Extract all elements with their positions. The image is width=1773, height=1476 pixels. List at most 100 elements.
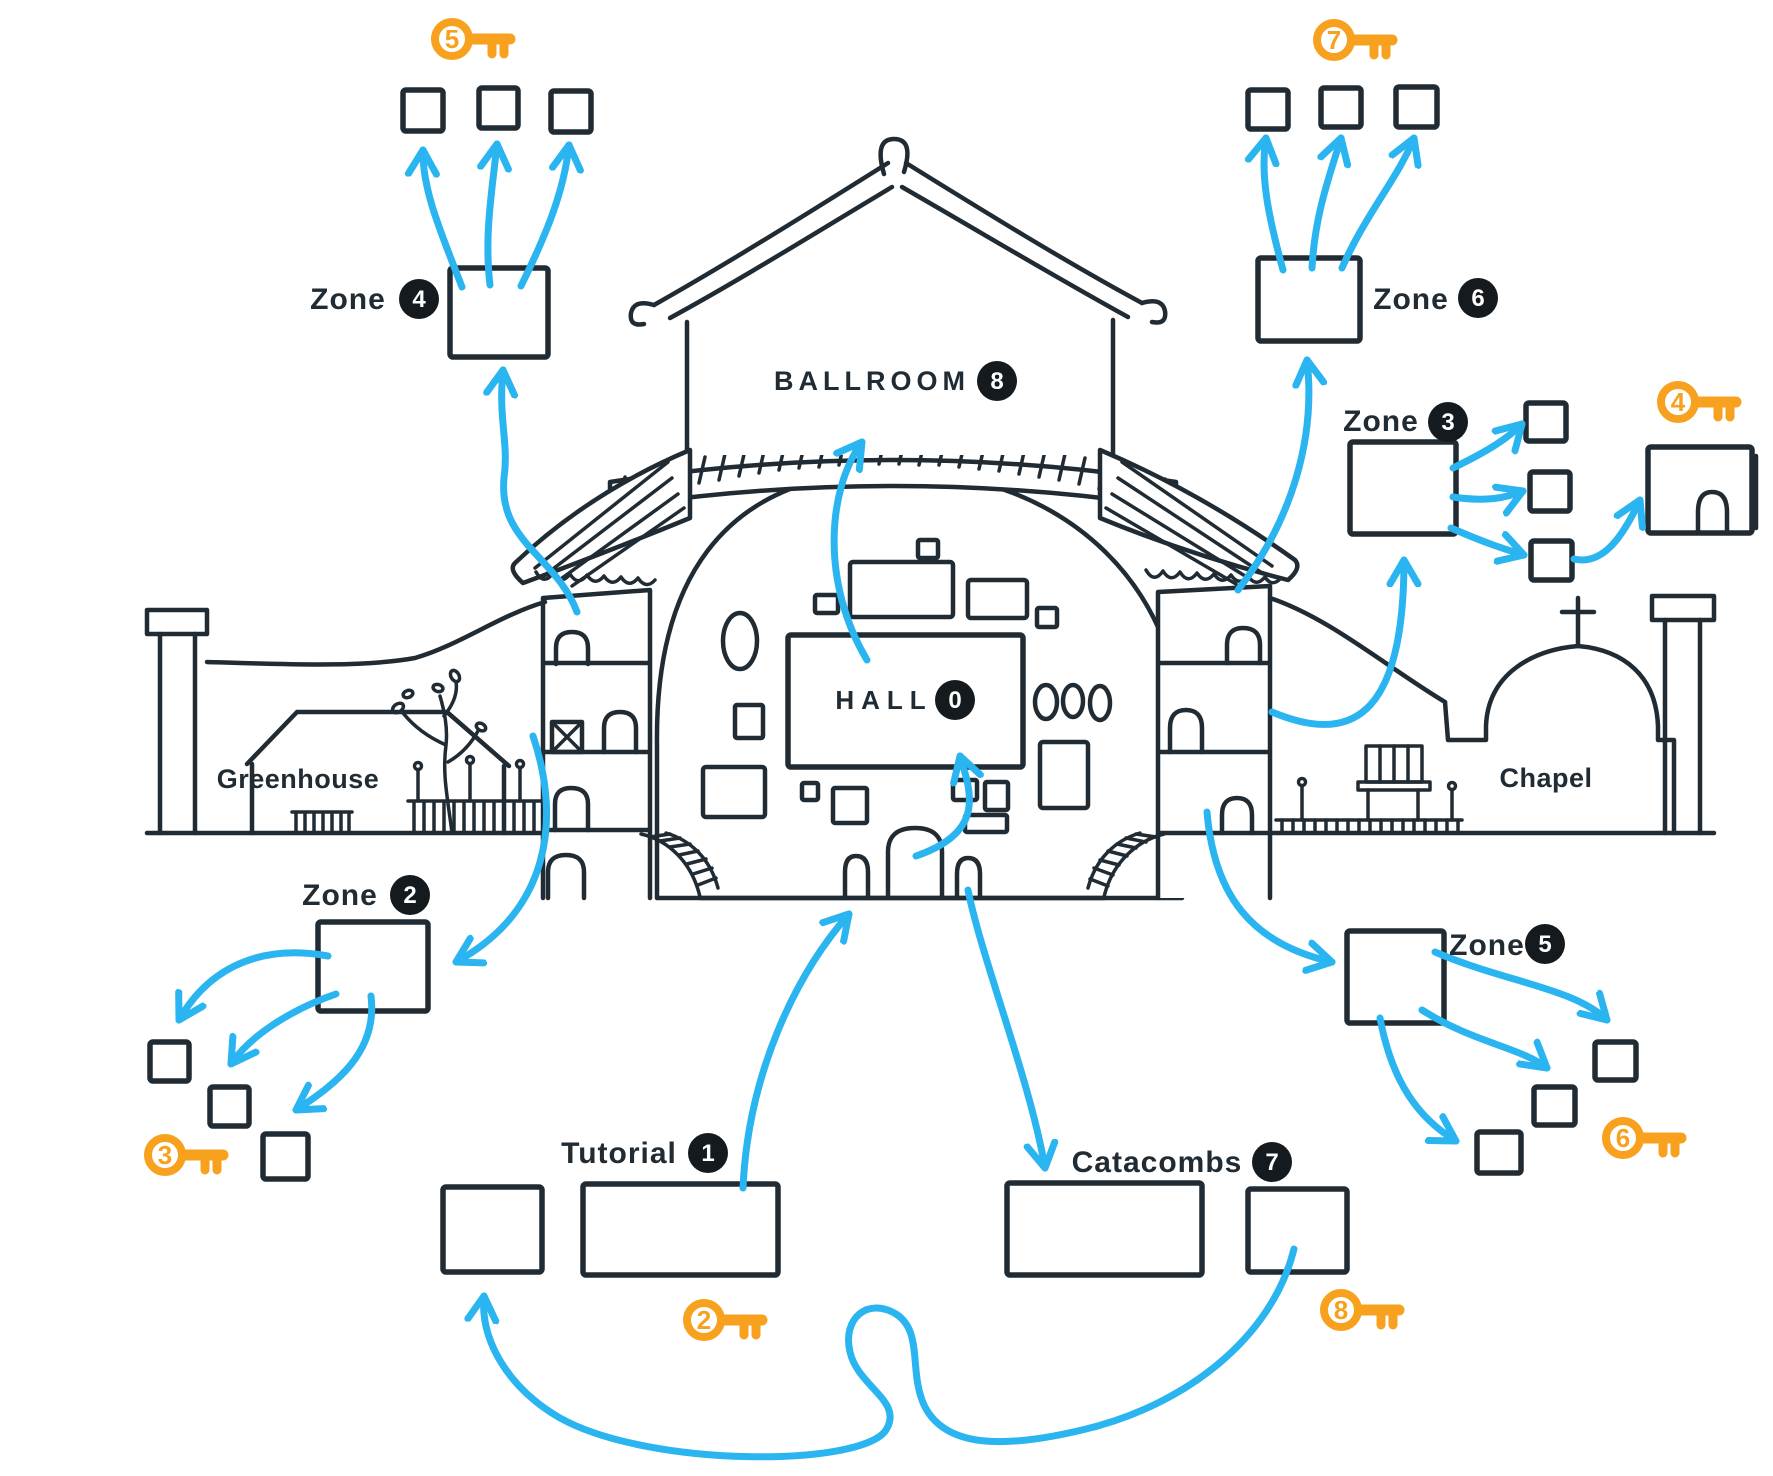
left-boundary-pillar: [144, 607, 210, 836]
key-6-number: 6: [1616, 1123, 1630, 1153]
tutorial-badge: [688, 1133, 728, 1173]
garden-tree: [390, 668, 488, 835]
zone-6-room-2: [1318, 85, 1364, 130]
zone-3-box: [1347, 439, 1459, 537]
roof-finial: [878, 136, 910, 177]
zone-6-box: [1255, 255, 1363, 344]
zone-4-badge: [399, 279, 439, 319]
zone-boxes: [147, 84, 1759, 1278]
exit-house: [1645, 444, 1759, 536]
zone-3-badge: [1428, 402, 1468, 442]
x-box-window: [549, 719, 585, 755]
key-3-number: 3: [158, 1140, 172, 1170]
tower-arch-window: [1224, 625, 1263, 666]
zone-5-box: [1344, 928, 1447, 1026]
zone-2-room-3: [260, 1131, 311, 1182]
right-wall-top: [1267, 595, 1448, 705]
zone-6-room-3: [1393, 84, 1440, 130]
arrow-room-to-house: [1570, 496, 1640, 564]
roof-rafters: [651, 160, 1145, 321]
chapel-structure: [1442, 595, 1677, 836]
tutorial-badge-number: 1: [701, 1140, 714, 1167]
zone-5-badge-number: 5: [1538, 931, 1551, 958]
zone-2-badge-number: 2: [403, 882, 416, 909]
zone-2-badge: [390, 875, 430, 915]
zone-6-label: Zone: [1373, 283, 1449, 316]
key-5-icon: 5: [431, 18, 516, 60]
ballroom-gable: [628, 136, 1168, 458]
zone-5-label: Zone: [1449, 929, 1525, 962]
entrance-stairs-left: [639, 831, 720, 899]
zone-4-room-1: [400, 87, 446, 134]
entrance-stairs-right: [1086, 831, 1166, 899]
arrow-zone5-to-room-3: [1376, 1014, 1460, 1145]
catacombs-badge-number: 7: [1265, 1149, 1278, 1176]
zone-6-room-1: [1245, 87, 1291, 132]
catacombs-box: [1004, 1180, 1205, 1278]
roof-end-curl-right: [1139, 299, 1168, 325]
zone-3-room-2: [1527, 469, 1573, 514]
guard-stand: [1356, 744, 1432, 822]
catacombs-side-box: [1245, 1186, 1350, 1275]
zone-5-room-1: [1592, 1039, 1639, 1083]
arrow-zone3-to-room-1: [1449, 420, 1526, 472]
key-4-number: 4: [1671, 387, 1686, 417]
chapel-cross: [1559, 595, 1597, 649]
zone-5-room-2: [1531, 1084, 1578, 1128]
door-small-left: [842, 853, 871, 901]
catacombs-badge: [1252, 1142, 1292, 1182]
arrow-catacombs-loop-to-tutorial: [484, 1245, 1298, 1461]
zone-5-room-3: [1474, 1129, 1524, 1176]
arrow-hall-to-ballroom: [830, 438, 871, 664]
left-wing: [144, 599, 548, 836]
left-eaves-roof: [510, 447, 693, 588]
key-7-number: 7: [1327, 25, 1341, 55]
arrow-tower-to-zone2: [452, 732, 551, 962]
arrow-tower-to-zone6: [1234, 356, 1309, 594]
zone-2-room-1: [147, 1039, 192, 1084]
tower-door: [1219, 795, 1255, 836]
arrow-tower-to-zone4: [502, 366, 581, 616]
ballroom-badge: [977, 361, 1017, 401]
zone-3-room-3: [1528, 538, 1575, 583]
key-5-number: 5: [445, 24, 459, 54]
greenhouse-label: Greenhouse: [217, 764, 380, 794]
mansion-drawing: [144, 136, 1717, 901]
zone-4-box: [447, 265, 551, 360]
arrow-tower-to-zone3: [1268, 556, 1404, 728]
key-2-icon: 2: [683, 1299, 768, 1341]
ballroom-badge-number: 8: [990, 368, 1003, 395]
zone-4-badge-number: 4: [412, 286, 426, 313]
arrow-zone4-to-room-3: [517, 141, 569, 290]
arrow-tutorial-to-door: [739, 910, 853, 1192]
zone-3-room-1: [1523, 400, 1569, 444]
arrow-zone6-to-room-3: [1338, 134, 1414, 272]
left-fences: [290, 754, 547, 835]
zone-4-room-3: [548, 88, 594, 135]
connection-arrows: [179, 134, 1640, 1461]
zone-6-badge: [1458, 278, 1498, 318]
eaves-scallops-right: [1144, 568, 1283, 585]
key-icons: 5 7 4 3 2 8: [144, 18, 1742, 1341]
arrow-zone5-to-room-1: [1431, 948, 1611, 1024]
hall-badge: [935, 680, 975, 720]
arrow-zone3-to-room-2: [1449, 491, 1527, 499]
door-small-right: [954, 855, 983, 901]
key-8-icon: 8: [1320, 1289, 1405, 1331]
ballroom-label: BALLROOM: [774, 366, 970, 396]
zone-6-badge-number: 6: [1471, 285, 1484, 312]
zone-3-badge-number: 3: [1441, 409, 1454, 436]
tutorial-box: [580, 1181, 781, 1278]
zone-2-label: Zone: [302, 879, 378, 912]
left-tower: [540, 587, 653, 901]
ballroom-walls: [684, 317, 1116, 458]
arrow-zone3-to-room-3: [1447, 524, 1528, 555]
key-3-icon: 3: [144, 1134, 229, 1176]
right-fence: [1274, 776, 1464, 835]
tower-arch-window: [553, 629, 591, 667]
catacombs-label: Catacombs: [1072, 1146, 1243, 1179]
right-boundary-pillar: [1649, 593, 1717, 836]
zone-4-room-2: [476, 85, 521, 131]
